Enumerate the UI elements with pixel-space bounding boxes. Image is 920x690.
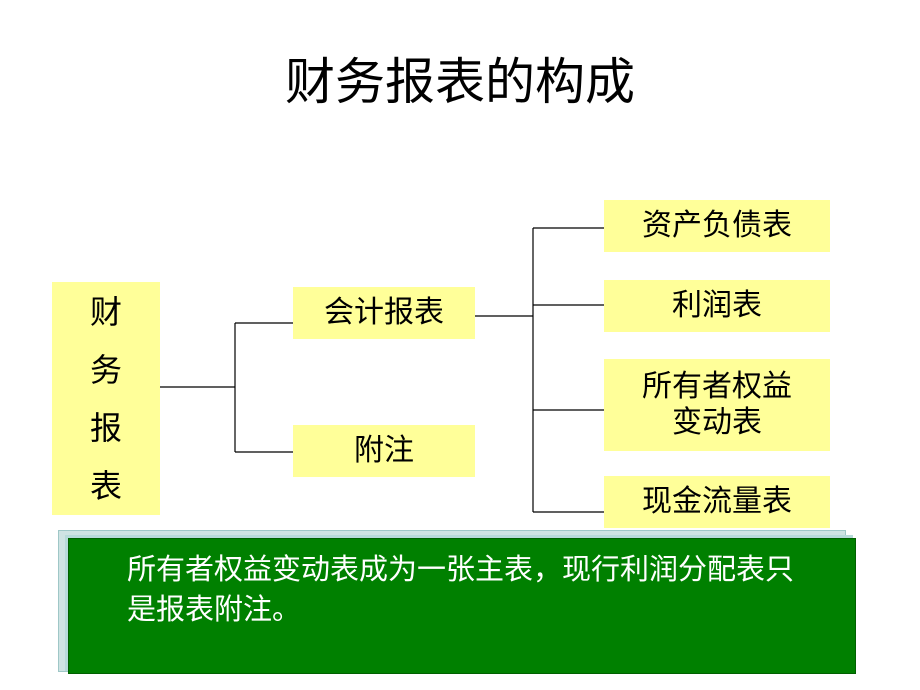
- node-accounting-statements: 会计报表: [293, 287, 475, 339]
- root-node-financial-statements: 财 务 报 表: [52, 282, 160, 515]
- root-char: 务: [89, 350, 122, 389]
- root-char: 报: [89, 408, 122, 447]
- page-title: 财务报表的构成: [285, 53, 635, 111]
- node-notes: 附注: [293, 425, 475, 477]
- node-balance-sheet: 资产负债表: [604, 200, 830, 252]
- equity-line-2: 变动表: [672, 405, 762, 440]
- root-char: 表: [89, 466, 122, 505]
- node-income-statement: 利润表: [604, 280, 830, 332]
- note-panel: 所有者权益变动表成为一张主表，现行利润分配表只是报表附注。: [68, 538, 856, 674]
- node-cash-flow: 现金流量表: [604, 476, 830, 528]
- root-char: 财: [89, 292, 122, 331]
- note-text: 所有者权益变动表成为一张主表，现行利润分配表只是报表附注。: [127, 552, 795, 626]
- equity-line-1: 所有者权益: [642, 369, 792, 404]
- node-equity-changes: 所有者权益 变动表: [604, 359, 830, 451]
